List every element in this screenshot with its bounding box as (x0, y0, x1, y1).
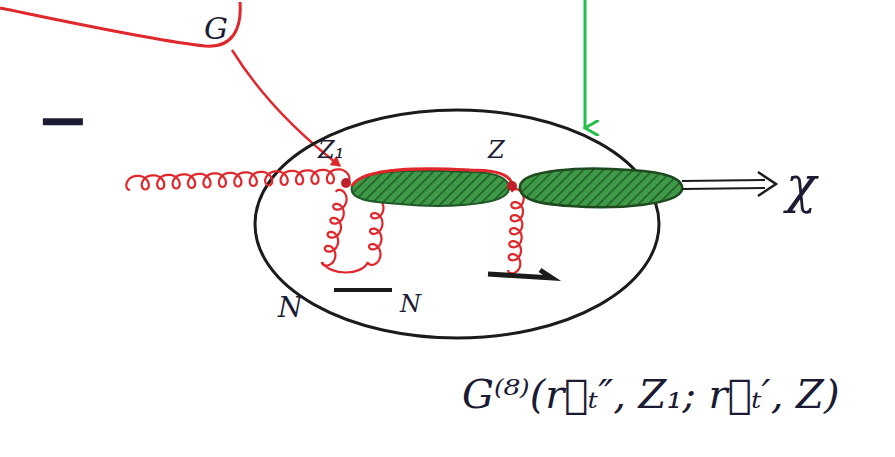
outgoing-line (682, 188, 765, 189)
enclosing-circle (255, 110, 659, 338)
nucleon-line (488, 270, 552, 278)
red-callout-outline (0, 2, 240, 46)
outgoing-line (682, 180, 765, 181)
callout-letter: G (204, 14, 228, 44)
gluon-line (322, 190, 347, 266)
nucleon-label: N (400, 292, 421, 316)
nucleon-label: N (278, 294, 303, 322)
green-callout-arrow (584, 0, 587, 128)
gluon-line (508, 189, 524, 273)
gluon-loop (322, 262, 368, 273)
green-function-formula: G⁽⁸⁾(r⃗ₜ″, Z₁; r⃗ₜ′, Z) (462, 374, 840, 414)
green-blob (520, 169, 682, 208)
green-blob (352, 171, 509, 206)
arrowhead (758, 172, 776, 196)
minus-sign: − (36, 88, 90, 152)
gluon-line (368, 198, 384, 265)
gluon-line (126, 169, 349, 190)
red-outline (352, 169, 512, 186)
vertex (341, 178, 351, 188)
vertex-label: Z (488, 138, 505, 162)
nucleon-line (334, 288, 392, 292)
vertex-label: Z₁ (318, 138, 344, 162)
particle-label: χ (786, 160, 816, 210)
vertex (507, 181, 517, 191)
